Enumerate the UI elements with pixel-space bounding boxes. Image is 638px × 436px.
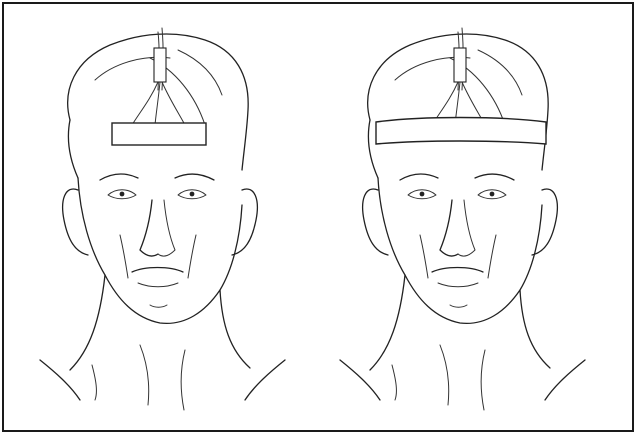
left-head-figure bbox=[40, 28, 285, 410]
head-band-sensor bbox=[376, 118, 546, 145]
forehead-sensor-strip bbox=[112, 123, 206, 145]
right-head-figure bbox=[340, 28, 585, 410]
